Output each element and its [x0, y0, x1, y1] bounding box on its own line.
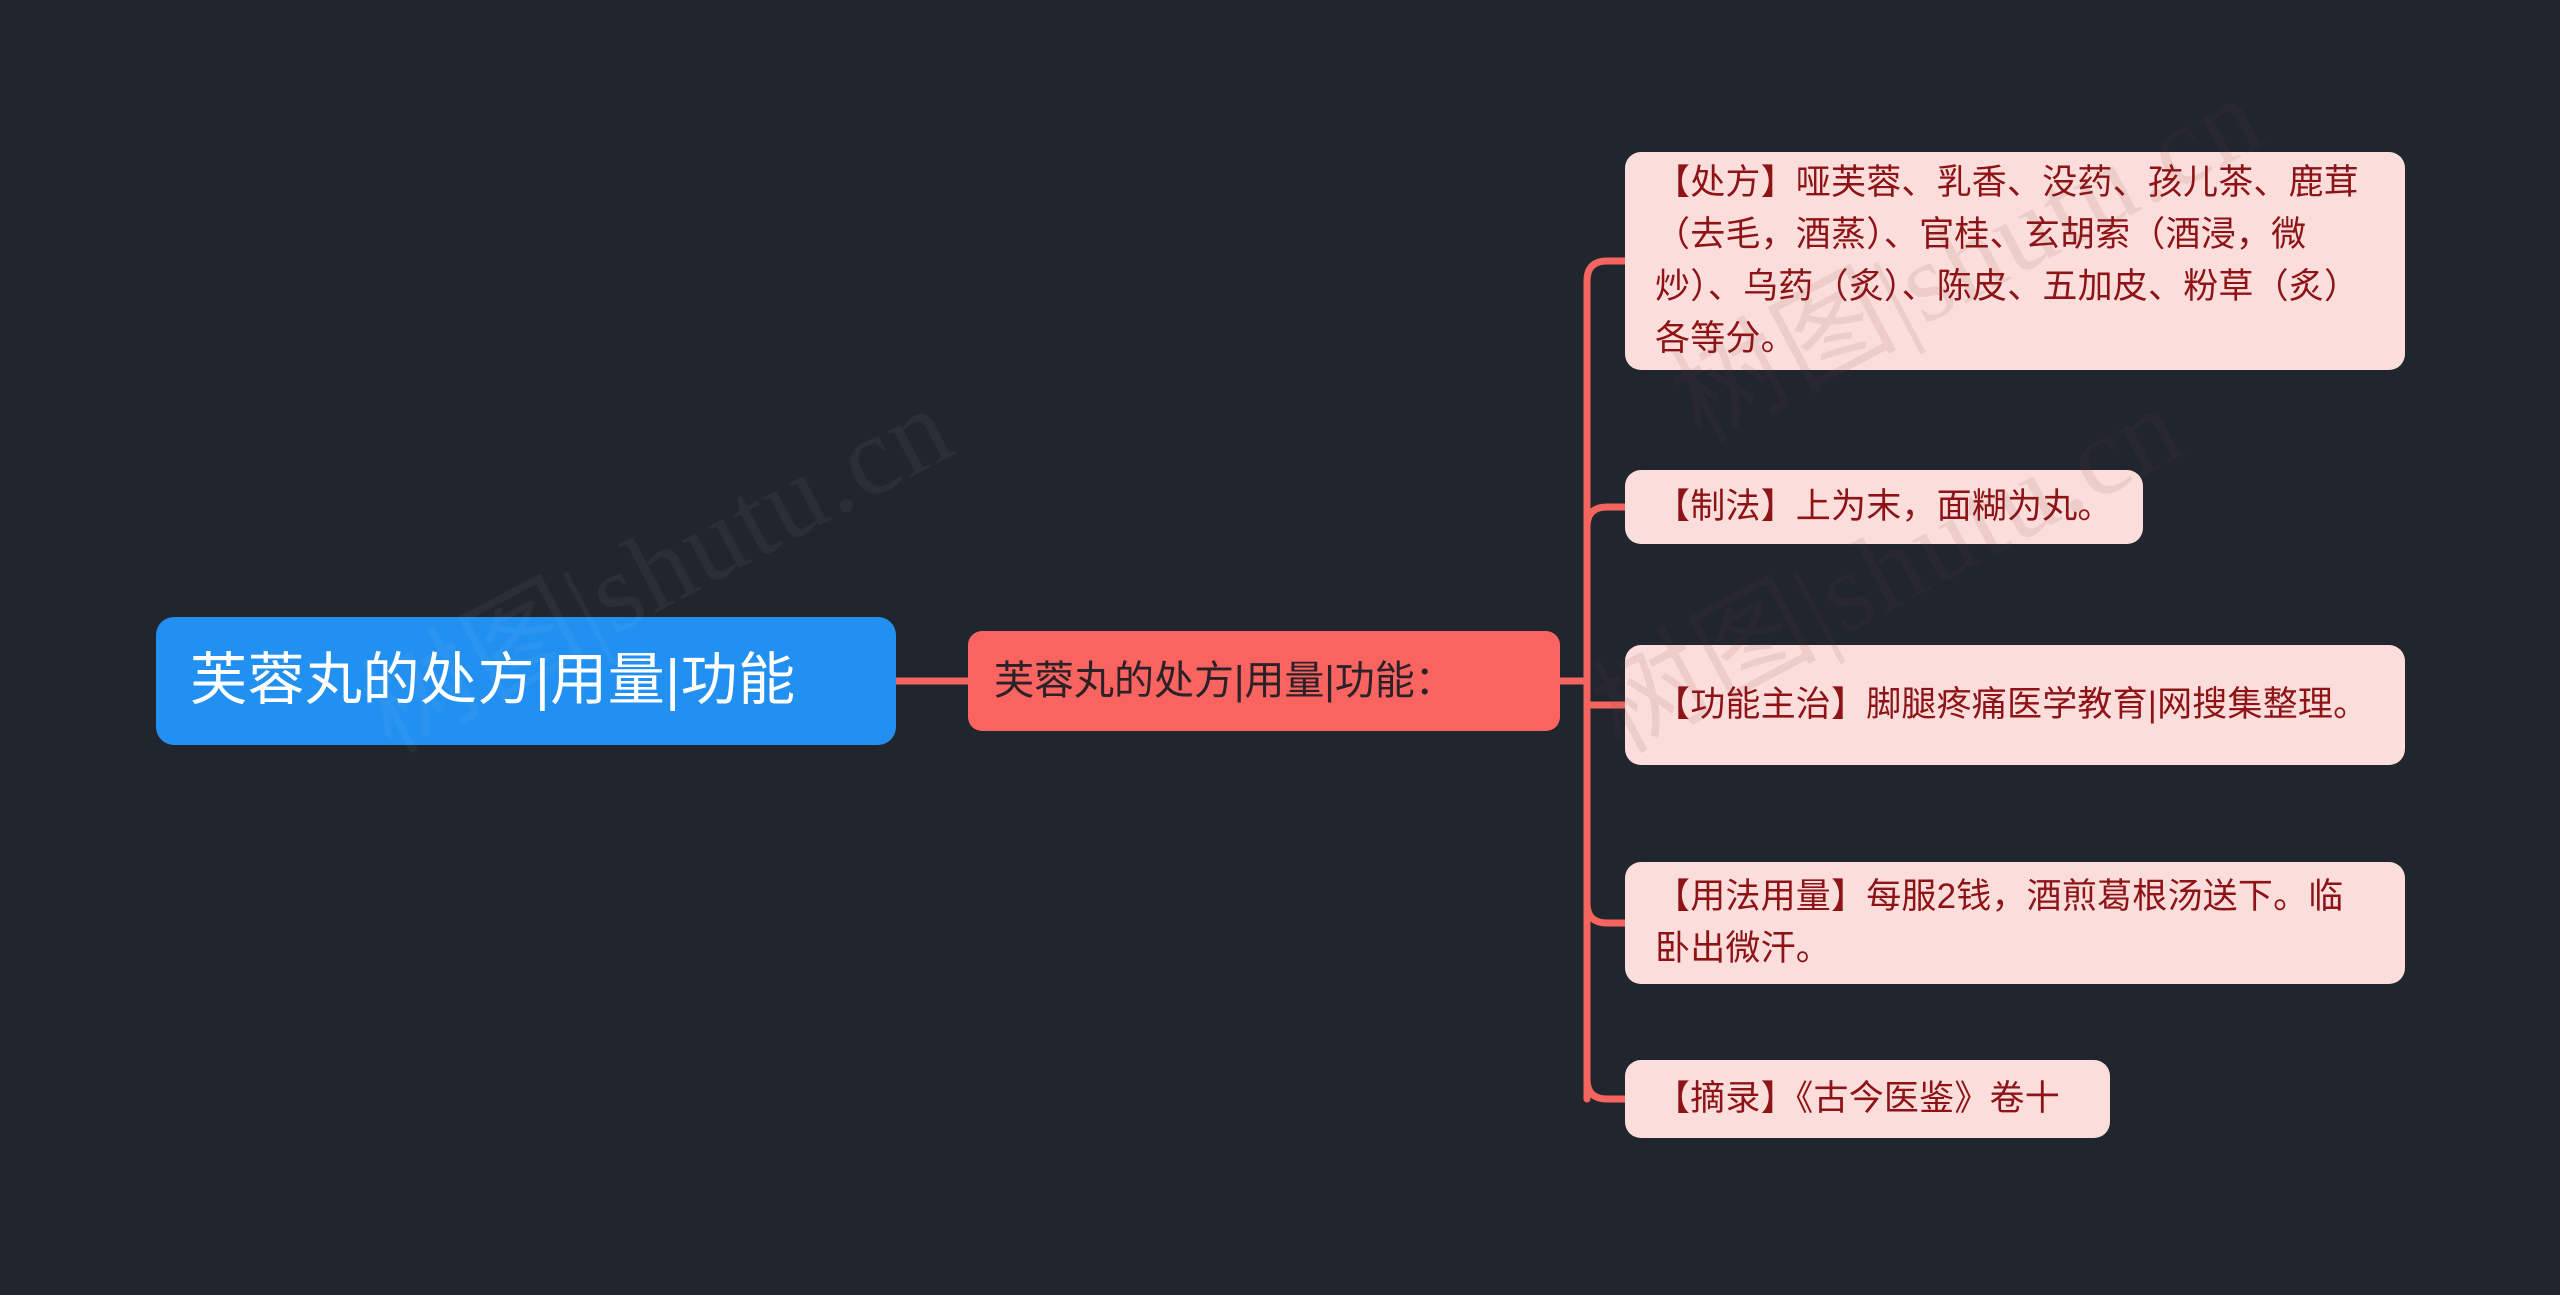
- connector-spine-to-leaf-3: [1583, 899, 1629, 927]
- root-node-label: 芙蓉丸的处方|用量|功能: [190, 648, 796, 713]
- leaf-node-indications[interactable]: 【功能主治】脚腿疼痛医学教育|网搜集整理。: [1625, 645, 2405, 765]
- leaf-node-label: 【制法】上为末，面糊为丸。: [1655, 487, 2113, 527]
- leaf-node-label: 【处方】哑芙蓉、乳香、没药、孩儿茶、鹿茸（去毛，酒蒸）、官桂、玄胡索（酒浸，微炒…: [1655, 163, 2360, 358]
- leaf-node-dosage[interactable]: 【用法用量】每服2钱，酒煎葛根汤送下。临卧出微汗。: [1625, 862, 2405, 984]
- connector-spine-to-leaf-1: [1583, 503, 1629, 531]
- leaf-node-prescription[interactable]: 【处方】哑芙蓉、乳香、没药、孩儿茶、鹿茸（去毛，酒蒸）、官桂、玄胡索（酒浸，微炒…: [1625, 152, 2405, 370]
- leaf-node-label: 【摘录】《古今医鉴》卷十: [1655, 1079, 2060, 1119]
- branch-node-label: 芙蓉丸的处方|用量|功能：: [994, 659, 1455, 703]
- leaf-node-label: 【功能主治】脚腿疼痛医学教育|网搜集整理。: [1655, 685, 2369, 725]
- leaf-node-preparation[interactable]: 【制法】上为末，面糊为丸。: [1625, 470, 2143, 544]
- branch-node[interactable]: 芙蓉丸的处方|用量|功能：: [968, 631, 1560, 731]
- root-node[interactable]: 芙蓉丸的处方|用量|功能: [156, 617, 896, 745]
- leaf-node-source[interactable]: 【摘录】《古今医鉴》卷十: [1625, 1060, 2110, 1138]
- leaf-node-label: 【用法用量】每服2钱，酒煎葛根汤送下。临卧出微汗。: [1655, 877, 2344, 968]
- connector-spine-to-leaf-0: [1583, 257, 1629, 285]
- connector-spine-to-leaf-4: [1583, 1075, 1629, 1103]
